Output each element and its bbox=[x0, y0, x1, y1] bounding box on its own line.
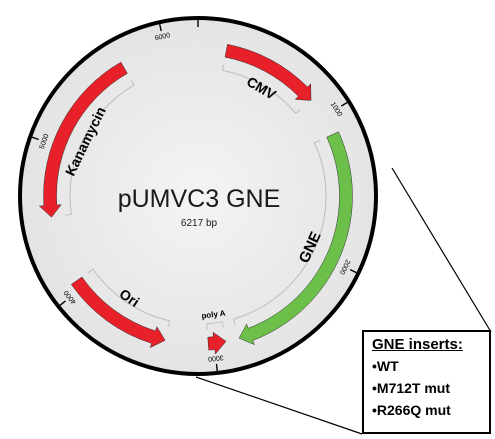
feature-poly-a: poly A bbox=[201, 309, 227, 355]
plasmid-backbone bbox=[18, 16, 378, 376]
tick-mark-4000 bbox=[59, 300, 66, 306]
feature-arrow-kanamycin bbox=[38, 61, 128, 218]
feature-span-poly-a bbox=[206, 321, 224, 330]
feature-label-poly-a: poly A bbox=[201, 309, 226, 321]
callout-line-bottom bbox=[195, 376, 363, 435]
tick-mark-1000 bbox=[340, 101, 348, 107]
feature-arrow-gne bbox=[238, 131, 353, 346]
plasmid-name: pUMVC3 GNE bbox=[118, 185, 281, 213]
feature-span-ori bbox=[87, 268, 171, 327]
tick-mark-2000 bbox=[349, 268, 357, 274]
feature-arrow-ori bbox=[70, 276, 166, 349]
plasmid-background bbox=[20, 18, 376, 374]
plasmid-size: 6217 bp bbox=[181, 218, 218, 229]
feature-span-cmv bbox=[221, 64, 301, 115]
feature-span-gne bbox=[232, 139, 327, 325]
tick-label-6000: 6000 bbox=[154, 32, 171, 42]
feature-arrow-cmv bbox=[224, 44, 312, 101]
feature-span-kanamycin bbox=[65, 79, 135, 216]
insert-item-r266q: •R266Q mut bbox=[372, 402, 451, 418]
tick-mark-3000 bbox=[215, 363, 218, 372]
gne-inserts-box: GNE inserts: •WT •M712T mut •R266Q mut bbox=[362, 330, 491, 434]
tick-label-3000: 3000 bbox=[208, 353, 224, 362]
tick-label-5000: 5000 bbox=[39, 133, 51, 150]
tick-mark-5000 bbox=[31, 136, 39, 141]
gne-inserts-title: GNE inserts: bbox=[372, 336, 463, 353]
feature-arrow-poly-a bbox=[207, 331, 227, 355]
callout-line-top bbox=[391, 167, 492, 333]
insert-item-wt: •WT bbox=[372, 358, 399, 374]
tick-mark-6000 bbox=[159, 24, 162, 32]
insert-item-m712t: •M712T mut bbox=[372, 380, 451, 396]
